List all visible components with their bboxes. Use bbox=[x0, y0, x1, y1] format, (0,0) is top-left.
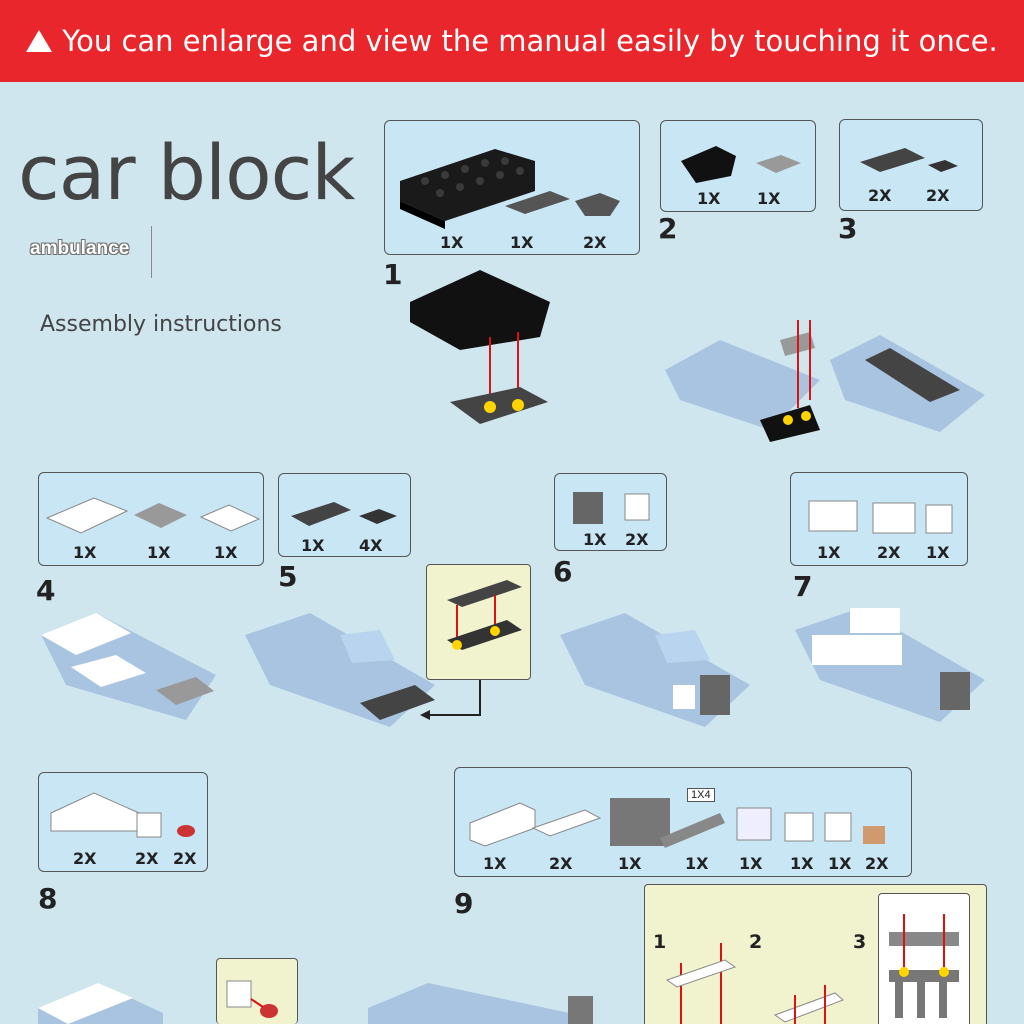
step-9-qty-6: 1X bbox=[790, 854, 814, 873]
substep-3-art bbox=[889, 914, 959, 1018]
step-5-assembly-art bbox=[245, 613, 435, 727]
step-7-parts-art bbox=[808, 500, 953, 534]
step-3-qty-1: 2X bbox=[868, 186, 892, 205]
subtitle-divider bbox=[151, 226, 152, 278]
step-8-parts-art bbox=[50, 792, 195, 838]
step-7-assembly-art bbox=[795, 608, 985, 722]
step-1-qty-3: 2X bbox=[583, 233, 607, 252]
step-7-number: 7 bbox=[793, 570, 813, 603]
step-6-qty-2: 2X bbox=[625, 530, 649, 549]
step-3-qty-2: 2X bbox=[926, 186, 950, 205]
step-1-assembly-art bbox=[410, 270, 550, 424]
step-5-parts-box: 1X 4X bbox=[278, 473, 411, 557]
step-5-number: 5 bbox=[278, 560, 298, 593]
step-1-qty-1: 1X bbox=[440, 233, 464, 252]
step-4-assembly-art bbox=[41, 613, 216, 720]
step-9-qty-5: 1X bbox=[739, 854, 763, 873]
step-9-parts-art bbox=[469, 798, 885, 848]
step-2-3-assembly-art bbox=[665, 320, 985, 442]
step-5-sub-art bbox=[447, 580, 522, 650]
step-6-qty-1: 1X bbox=[583, 530, 607, 549]
step-3-parts-art bbox=[860, 148, 958, 172]
step-4-parts-box: 1X 1X 1X bbox=[38, 472, 264, 566]
substep-1-number: 1 bbox=[653, 931, 667, 953]
step-6-assembly-art bbox=[560, 613, 750, 727]
step-8-number: 8 bbox=[38, 882, 58, 915]
step-9-qty-1: 1X bbox=[483, 854, 507, 873]
step-2-qty-1: 1X bbox=[697, 189, 721, 208]
step-5-parts-art bbox=[291, 502, 397, 526]
step-8-qty-2: 2X bbox=[135, 849, 159, 868]
step-2-number: 2 bbox=[658, 212, 678, 245]
step-8-sub-box bbox=[216, 958, 298, 1024]
step-4-parts-art bbox=[45, 497, 261, 534]
assembly-label: Assembly instructions bbox=[40, 312, 282, 337]
step-1-number: 1 bbox=[383, 258, 403, 291]
step-9-qty-3: 1X bbox=[618, 854, 642, 873]
step-4-qty-1: 1X bbox=[73, 543, 97, 562]
step-7-qty-2: 2X bbox=[877, 543, 901, 562]
substep-3-box bbox=[878, 893, 970, 1024]
step-5-qty-1: 1X bbox=[301, 536, 325, 555]
step-5-connector-arrow bbox=[420, 680, 481, 720]
step-4-qty-3: 1X bbox=[214, 543, 238, 562]
step-2-parts-box: 1X 1X bbox=[660, 120, 816, 212]
step-3-parts-box: 2X 2X bbox=[839, 119, 983, 211]
step-4-qty-2: 1X bbox=[147, 543, 171, 562]
warning-triangle-icon bbox=[26, 30, 53, 52]
page-subtitle: ambulance bbox=[30, 238, 130, 259]
step-6-number: 6 bbox=[553, 555, 573, 588]
step-5-qty-2: 4X bbox=[359, 536, 383, 555]
step-9-qty-4: 1X bbox=[685, 854, 709, 873]
step-2-qty-2: 1X bbox=[757, 189, 781, 208]
step-9-parts-box: 1X4 1X 2X 1X 1X 1X 1X 1X 2X bbox=[454, 767, 912, 877]
page-title: car block bbox=[18, 128, 355, 217]
step-9-number: 9 bbox=[454, 887, 474, 920]
step-1-qty-2: 1X bbox=[510, 233, 534, 252]
step-8-qty-3: 2X bbox=[173, 849, 197, 868]
step-9-qty-2: 2X bbox=[549, 854, 573, 873]
step-9-qty-8: 2X bbox=[865, 854, 889, 873]
step-9-qty-7: 1X bbox=[828, 854, 852, 873]
step-4-number: 4 bbox=[36, 574, 56, 607]
substep-2-number: 2 bbox=[749, 931, 763, 953]
step-1-parts-box: 1X 1X 2X bbox=[384, 120, 640, 255]
step-6-parts-art bbox=[573, 492, 650, 524]
step-2-parts-art bbox=[681, 146, 801, 183]
step-9-tag: 1X4 bbox=[687, 788, 715, 802]
top-banner[interactable]: You can enlarge and view the manual easi… bbox=[0, 0, 1024, 82]
step-7-qty-1: 1X bbox=[817, 543, 841, 562]
step-5-sub-box bbox=[426, 564, 531, 680]
step-9-sub-panel: 1 2 3 bbox=[644, 884, 987, 1024]
step-8-sub-art bbox=[226, 980, 278, 1018]
substep-art bbox=[665, 943, 844, 1024]
step-6-parts-box: 1X 2X bbox=[554, 473, 667, 551]
step-1-parts-art bbox=[400, 149, 620, 229]
step-9-assembly-art bbox=[368, 983, 593, 1024]
substep-3-number: 3 bbox=[853, 931, 867, 953]
step-7-parts-box: 1X 2X 1X bbox=[790, 472, 968, 566]
step-7-qty-3: 1X bbox=[926, 543, 950, 562]
step-8-parts-box: 2X 2X 2X bbox=[38, 772, 208, 872]
step-8-qty-1: 2X bbox=[73, 849, 97, 868]
step-8-assembly-art bbox=[38, 983, 163, 1024]
banner-text: You can enlarge and view the manual easi… bbox=[62, 24, 998, 58]
step-3-number: 3 bbox=[838, 212, 858, 245]
